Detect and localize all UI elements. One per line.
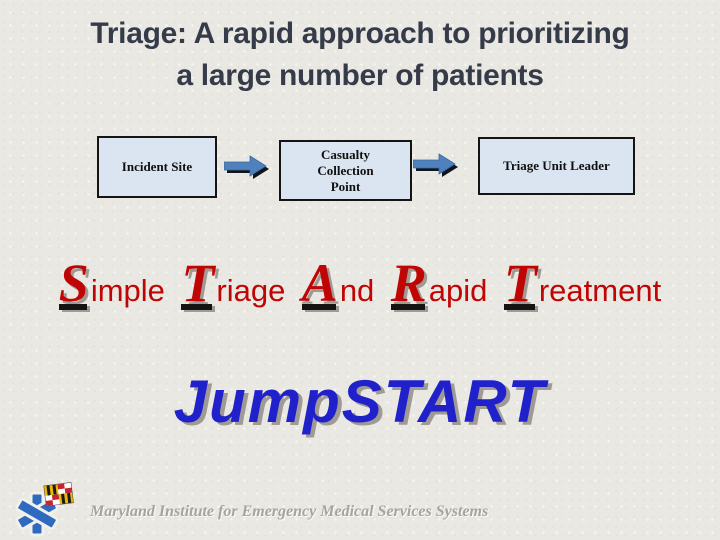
flow-arrow-icon [413, 153, 458, 177]
acronym-word-triage: Triage [181, 250, 285, 316]
acronym-rest: nd [339, 273, 375, 308]
slide-title: Triage: A rapid approach to prioritizing… [0, 13, 720, 97]
jumpstart-title: JumpSTART [173, 368, 547, 435]
flow-box-casualty-collection-point: Casualty Collection Point [279, 140, 412, 201]
acronym-word-and: And [301, 250, 375, 316]
acronym-word-treatment: Treatment [503, 250, 662, 316]
start-acronym-line: Simple Triage And Rapid Treatment [0, 250, 720, 316]
acronym-capital: A [301, 250, 341, 316]
maryland-flag-icon [43, 482, 74, 507]
acronym-capital: S [58, 250, 92, 316]
acronym-capital: R [390, 250, 430, 316]
acronym-rest: apid [428, 273, 488, 308]
flow-box-incident-site: Incident Site [97, 136, 217, 198]
acronym-capital: T [503, 250, 540, 316]
star-of-life-icon [16, 482, 74, 537]
acronym-word-rapid: Rapid [390, 250, 488, 316]
flow-box-label: Triage Unit Leader [503, 158, 610, 173]
flow-box-triage-unit-leader: Triage Unit Leader [478, 137, 635, 195]
title-line-2: a large number of patients [176, 59, 544, 92]
flow-box-label: Casualty Collection Point [317, 146, 374, 194]
title-line-1: Triage: A rapid approach to prioritizing [90, 17, 630, 50]
acronym-rest: reatment [538, 273, 662, 308]
acronym-word-simple: Simple [58, 250, 165, 316]
acronym-rest: riage [216, 273, 286, 308]
flow-arrow-icon [224, 155, 269, 179]
footer-org-name: Maryland Institute for Emergency Medical… [90, 503, 489, 520]
flow-box-label: Incident Site [121, 159, 193, 174]
acronym-capital: T [181, 250, 217, 316]
acronym-rest: imple [90, 273, 165, 308]
